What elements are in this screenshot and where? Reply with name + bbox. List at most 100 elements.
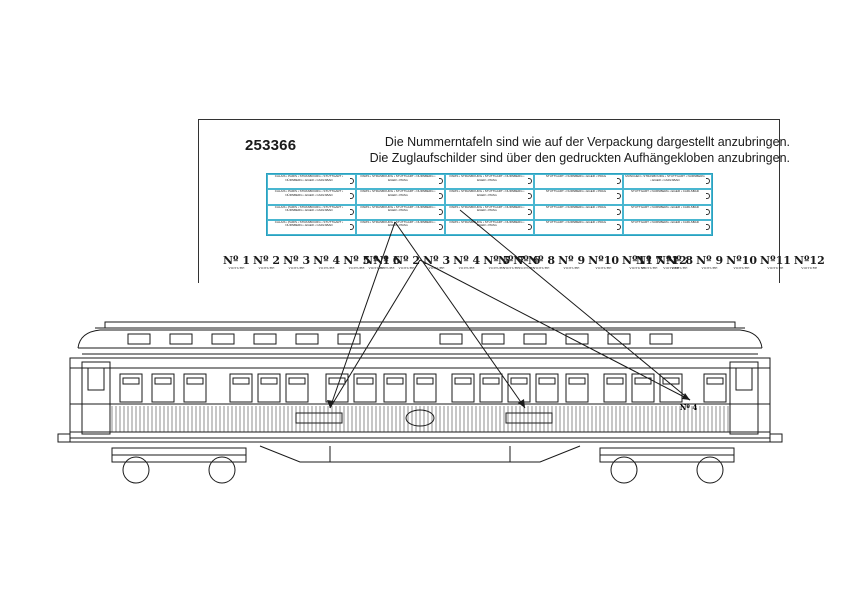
route-plate-text: CALAIS • PARIS • STRASBOURG • STUTTGART … — [274, 219, 344, 228]
route-plate-text: STUTTGART • NÜRNBERG • EGER • PRAG — [545, 219, 607, 224]
route-plate-text: PARIS • STRASBOURG • STUTTGART • NÜRNBER… — [449, 204, 525, 212]
number-plate-voiture-label: VOITURE — [767, 266, 784, 270]
number-plate-voiture-label: VOITURE — [595, 266, 612, 270]
hanger-bracket-icon — [350, 208, 354, 215]
coach-window — [325, 373, 349, 403]
number-plate-number: Nº 7 — [498, 254, 526, 267]
decal-sheet — [198, 119, 780, 283]
hanger-bracket-icon — [617, 208, 621, 215]
hanger-bracket-icon — [528, 178, 532, 184]
coach-window — [353, 373, 377, 403]
route-plate: PARIS • STRASBOURG • STUTTGART • NÜRNBER… — [356, 219, 445, 235]
route-plate-text: PARIS • STRASBOURG • STUTTGART • NÜRNBER… — [360, 174, 436, 182]
coach-window — [151, 373, 175, 403]
bogie-right — [599, 447, 735, 484]
leader-lines — [329, 209, 691, 409]
hanger-bracket-icon — [439, 223, 443, 230]
route-plate: CALAIS • PARIS • STRASBOURG • STUTTGART … — [267, 204, 356, 220]
route-board-right — [505, 412, 553, 424]
number-plate-voiture-label: VOITURE — [518, 266, 535, 270]
route-plate-text: CALAIS • PARIS • STRASBOURG • STUTTGART … — [274, 189, 344, 197]
number-plate-number: Nº 5 — [343, 254, 371, 267]
route-plate-text: STUTTGART • NÜRNBERG • EGER • CARLSBAD — [631, 189, 699, 194]
number-plate-voiture-label: VOITURE — [368, 266, 385, 270]
route-plate: STUTTGART • NÜRNBERG • EGER • CARLSBAD — [623, 219, 712, 235]
hanger-bracket-icon — [528, 223, 532, 230]
route-plate: PARIS • STRASBOURG • STUTTGART • NÜRNBER… — [356, 204, 445, 220]
route-plate: STUTTGART • NÜRNBERG • EGER • CARLSBAD — [623, 189, 712, 205]
number-plate-number: Nº 8 — [666, 254, 694, 267]
end-door-right — [729, 361, 759, 435]
number-plate-number: Nº 8 — [528, 254, 556, 267]
route-plate: PARIS • STRASBOURG • STUTTGART • NÜRNBER… — [445, 189, 534, 205]
hanger-bracket-icon — [528, 208, 532, 215]
number-plate-number: Nº 4 — [453, 254, 481, 267]
route-plate: STUTTGART • NÜRNBERG • EGER • CARLSBAD — [623, 204, 712, 220]
route-plate: CALAIS • PARIS • STRASBOURG • STUTTGART … — [267, 189, 356, 205]
coach-window — [229, 373, 253, 403]
number-plate-number: Nº 3 — [283, 254, 311, 267]
number-plate-number: Nº12 — [793, 254, 825, 267]
route-plate-text: STUTTGART • NÜRNBERG • EGER • PRAG — [545, 174, 607, 178]
route-plate-grid: CALAIS • PARIS • STRASBOURG • STUTTGART … — [266, 173, 713, 236]
number-plate-voiture-label: VOITURE — [663, 266, 680, 270]
number-plate-voiture-label: VOITURE — [318, 266, 335, 270]
hanger-bracket-icon — [617, 193, 621, 200]
coach-number-plate: Nº 4 — [680, 403, 697, 412]
number-plate-voiture-label: VOITURE — [428, 266, 445, 270]
number-plate-voiture-label: VOITURE — [563, 266, 580, 270]
number-plate-number: Nº 2 — [253, 254, 281, 267]
coach-window — [535, 373, 559, 403]
number-plate-number: Nº 1 — [223, 254, 251, 267]
truss-rod — [259, 445, 581, 463]
coach-window — [507, 373, 531, 403]
hanger-bracket-icon — [439, 208, 443, 215]
number-plate-voiture-label: VOITURE — [488, 266, 505, 270]
route-plate-text: STUTTGART • NÜRNBERG • EGER • PRAG — [545, 204, 607, 209]
number-plate-number: Nº10 — [726, 254, 758, 267]
hanger-bracket-icon — [706, 223, 710, 230]
number-plate-voiture-label: VOITURE — [671, 266, 688, 270]
number-plate-voiture-label: VOITURE — [701, 266, 718, 270]
route-plate: STUTTGART • NÜRNBERG • EGER • PRAG — [534, 219, 623, 235]
number-plate-voiture-label: VOITURE — [228, 266, 245, 270]
coach-body — [69, 357, 771, 439]
instruction-line-1: Die Nummerntafeln sind wie auf der Verpa… — [384, 135, 790, 149]
roof-top — [104, 321, 736, 329]
number-plate-number: Nº 9 — [696, 254, 724, 267]
end-door-left — [81, 361, 111, 435]
number-plate-number: Nº 9 — [558, 254, 586, 267]
route-plate: PARIS • STRASBOURG • STUTTGART • NÜRNBER… — [356, 174, 445, 190]
number-plate-voiture-label: VOITURE — [378, 266, 395, 270]
article-number: 253366 — [245, 137, 297, 154]
coach-window — [479, 373, 503, 403]
number-plate-number: Nº 5 — [483, 254, 511, 267]
coach-window — [603, 373, 627, 403]
bogie-left — [111, 447, 247, 484]
coach-window — [703, 373, 727, 403]
number-plate-number: Nº 2 — [393, 254, 421, 267]
route-plate-text: PARIS • STRASBOURG • STUTTGART • NÜRNBER… — [360, 219, 436, 228]
route-plate-text: PARIS • STRASBOURG • STUTTGART • NÜRNBER… — [360, 204, 436, 212]
number-plate-voiture-label: VOITURE — [733, 266, 750, 270]
route-plate: PARIS • STRASBOURG • STUTTGART • NÜRNBER… — [445, 204, 534, 220]
route-plate: STUTTGART • NÜRNBERG • EGER • PRAG — [534, 204, 623, 220]
coach-window — [383, 373, 407, 403]
route-plate-text: MÜNCHEN • STRASBOURG • STUTTGART • NÜRNB… — [625, 174, 705, 182]
coach-window — [285, 373, 309, 403]
buffer-right — [769, 433, 783, 443]
number-plate-voiture-label: VOITURE — [533, 266, 550, 270]
instruction-line-2: Die Zuglaufschilder sind über den gedruc… — [369, 151, 790, 165]
